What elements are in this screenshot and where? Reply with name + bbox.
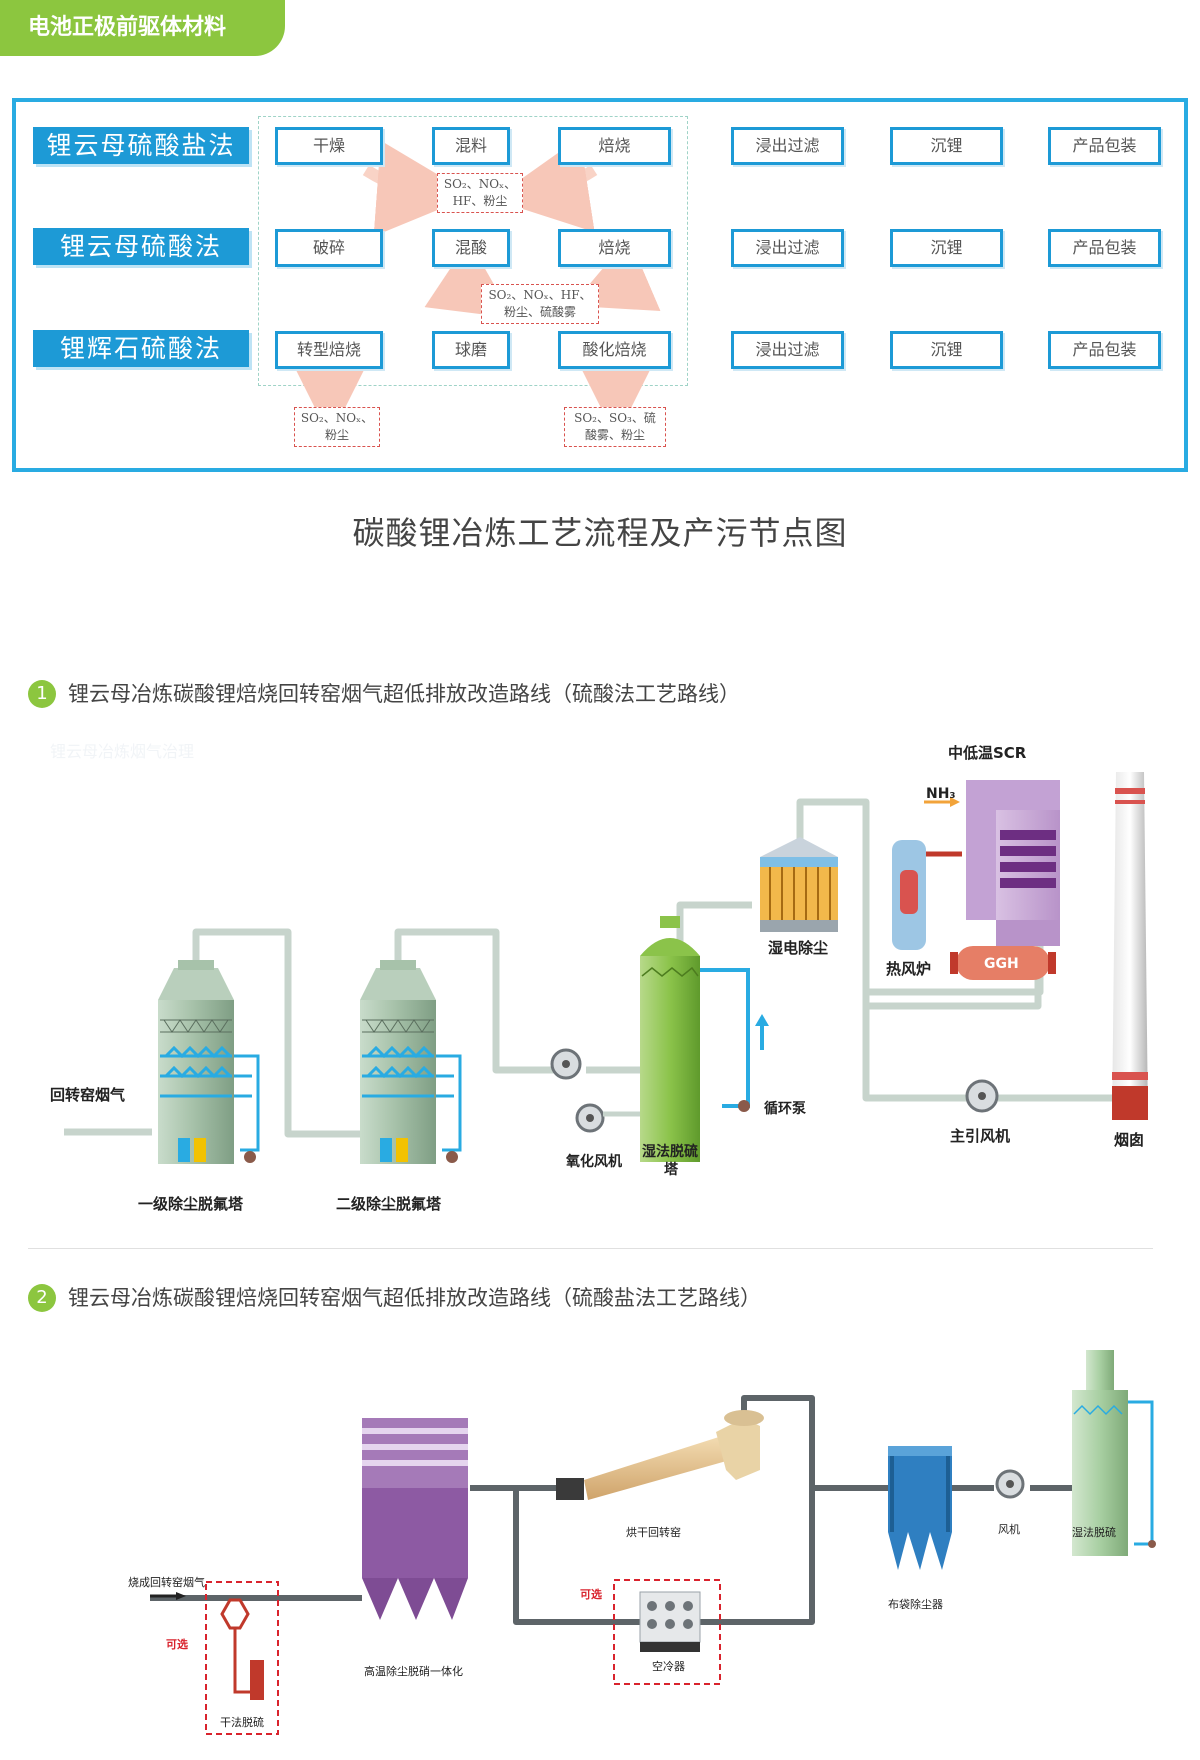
step-roasting: 焙烧 [558,127,671,165]
tower-2-dedust-defluorination [360,960,462,1164]
drying-rotary-kiln [556,1410,764,1500]
section-title-text: 锂云母冶炼碳酸锂焙烧回转窑烟气超低排放改造路线（硫酸盐法工艺路线） [68,1286,761,1310]
pollutant-line: SO₂、NOₓ、HF、 [488,288,592,302]
label-hot-air-furnace: 热风炉 [886,960,931,978]
wet-fgd-tower [1072,1350,1156,1556]
section-1-process-diagram: 回转窑烟气 一级除尘脱氟塔 二级除尘脱氟塔 氧化风机 湿法脱硫 塔 循环泵 湿电… [50,744,1148,1213]
pollutant-line: 粉尘 [324,428,349,442]
section-number-badge: 1 [28,680,56,708]
step-mixing: 混料 [432,127,510,165]
section-title-text: 锂云母冶炼碳酸锂焙烧回转窑烟气超低排放改造路线（硫酸法工艺路线） [68,682,740,706]
optional-dry-fgd-box [205,1581,279,1735]
hot-air-furnace [892,840,962,950]
step-packaging: 产品包装 [1048,229,1161,267]
label-dry-fgd: 干法脱硫 [220,1715,264,1729]
label-ggh: GGH [984,956,1019,972]
step-acid-roasting: 酸化焙烧 [558,331,671,369]
section-1-title: 1 锂云母冶炼碳酸锂焙烧回转窑烟气超低排放改造路线（硫酸法工艺路线） [28,678,740,709]
ggh-heat-exchanger [950,946,1056,980]
label-tower-1: 一级除尘脱氟塔 [138,1195,244,1213]
step-packaging: 产品包装 [1048,331,1161,369]
step-ball-milling: 球磨 [432,331,510,369]
section-divider [28,1248,1153,1249]
step-lithium-precipitation: 沉锂 [890,229,1003,267]
chimney-stack [1112,772,1148,1120]
step-lithium-precipitation: 沉锂 [890,331,1003,369]
pollution-source-group [258,116,688,386]
pollutant-node: SO₂、NOₓ、 HF、粉尘 [437,173,523,213]
route-label-lepidolite-sulfate-salt: 锂云母硫酸盐法 [33,127,249,164]
step-lithium-precipitation: 沉锂 [890,127,1003,165]
flue-pipes [64,798,1122,1138]
faded-watermark-text: 锂云母冶炼烟气治理 [50,742,195,761]
section-header-tab: 电池正极前驱体材料 [0,0,285,56]
label-nh3: NH₃ [926,786,956,802]
label-tower-2: 二级除尘脱氟塔 [336,1195,442,1213]
pollutant-node: SO₂、SO₃、硫 酸雾、粉尘 [564,407,666,447]
pollution-arrow [571,237,661,312]
section-number-badge: 2 [28,1284,56,1312]
oxidation-fan [575,1103,640,1133]
dry-fgd-unit [220,1598,252,1694]
section-2-title: 2 锂云母冶炼碳酸锂焙烧回转窑烟气超低排放改造路线（硫酸盐法工艺路线） [28,1282,761,1313]
step-leach-filter: 浸出过滤 [731,331,844,369]
step-acid-mixing: 混酸 [432,229,510,267]
diagram-caption: 碳酸锂冶炼工艺流程及产污节点图 [352,514,848,552]
label-circulation-pump: 循环泵 [764,1100,806,1117]
wet-fgd-tower [640,916,769,1162]
label-bag-filter: 布袋除尘器 [888,1597,943,1611]
main-induced-draft-fan [965,1079,999,1113]
step-roasting: 焙烧 [558,229,671,267]
step-conversion-roasting: 转型焙烧 [275,331,383,369]
step-leach-filter: 浸出过滤 [731,229,844,267]
label-optional: 可选 [580,1587,602,1601]
label-main-fan: 主引风机 [950,1127,1010,1145]
label-air-cooler: 空冷器 [652,1659,685,1673]
label-high-temp-dust-denitration: 高温除尘脱硝一体化 [364,1664,463,1678]
step-drying: 干燥 [275,127,383,165]
pollutant-line: 粉尘、硫酸雾 [503,305,576,319]
route-label-spodumene-sulfuric-acid: 锂辉石硫酸法 [33,330,249,367]
label-drying-kiln: 烘干回转窑 [626,1525,681,1539]
pollutant-line: SO₂、NOₓ、 [300,411,374,425]
label-oxidation-fan: 氧化风机 [565,1153,622,1170]
air-cooler-unit [639,1591,701,1652]
step-leach-filter: 浸出过滤 [731,127,844,165]
process-flow-frame [12,98,1188,472]
bag-filter-dust-collector [888,1446,952,1570]
route-label-lepidolite-sulfuric-acid: 锂云母硫酸法 [33,228,249,265]
induced-draft-fan [995,1469,1025,1499]
label-wet-fgd-line2: 塔 [664,1161,679,1178]
pollution-arrow [492,137,598,233]
pollution-arrow [424,240,514,319]
label-kiln-flue-gas: 回转窑烟气 [50,1086,125,1104]
label-kiln-flue-gas: 烧成回转窑烟气 [128,1575,205,1589]
step-crushing: 破碎 [275,229,383,267]
tower-1-dedust-defluorination [158,960,260,1164]
pollutant-node: SO₂、NOₓ、 粉尘 [294,407,380,447]
label-scr: 中低温SCR [948,744,1027,762]
label-fan: 风机 [998,1522,1020,1536]
pollution-arrows [290,137,661,438]
pollutant-line: 酸雾、粉尘 [584,428,645,442]
wet-electrostatic-precipitator [760,837,838,932]
pollutant-line: SO₂、SO₃、硫 [574,411,656,425]
high-temp-dust-denitration-unit [362,1418,468,1620]
pollutant-line: HF、粉尘 [452,194,508,208]
scr-reactor [924,780,1060,946]
label-stack: 烟囱 [1114,1131,1144,1149]
step-packaging: 产品包装 [1048,127,1161,165]
booster-fan [550,1048,582,1080]
optional-air-cooler-box [613,1579,721,1685]
pollutant-node: SO₂、NOₓ、HF、 粉尘、硫酸雾 [481,284,599,324]
section-2-process-diagram: 烧成回转窑烟气 可选 干法脱硫 高温除尘脱硝一体化 烘干回转窑 可选 空冷器 布… [128,1350,1156,1735]
pollutant-line: SO₂、NOₓ、 [443,177,517,191]
label-wet-fgd: 湿法脱硫 [1072,1525,1116,1539]
label-wesp: 湿电除尘 [768,939,828,957]
pollution-arrow [362,140,473,237]
label-wet-fgd: 湿法脱硫 [642,1143,698,1160]
flue-pipes [150,1395,1072,1625]
label-optional: 可选 [166,1637,188,1651]
